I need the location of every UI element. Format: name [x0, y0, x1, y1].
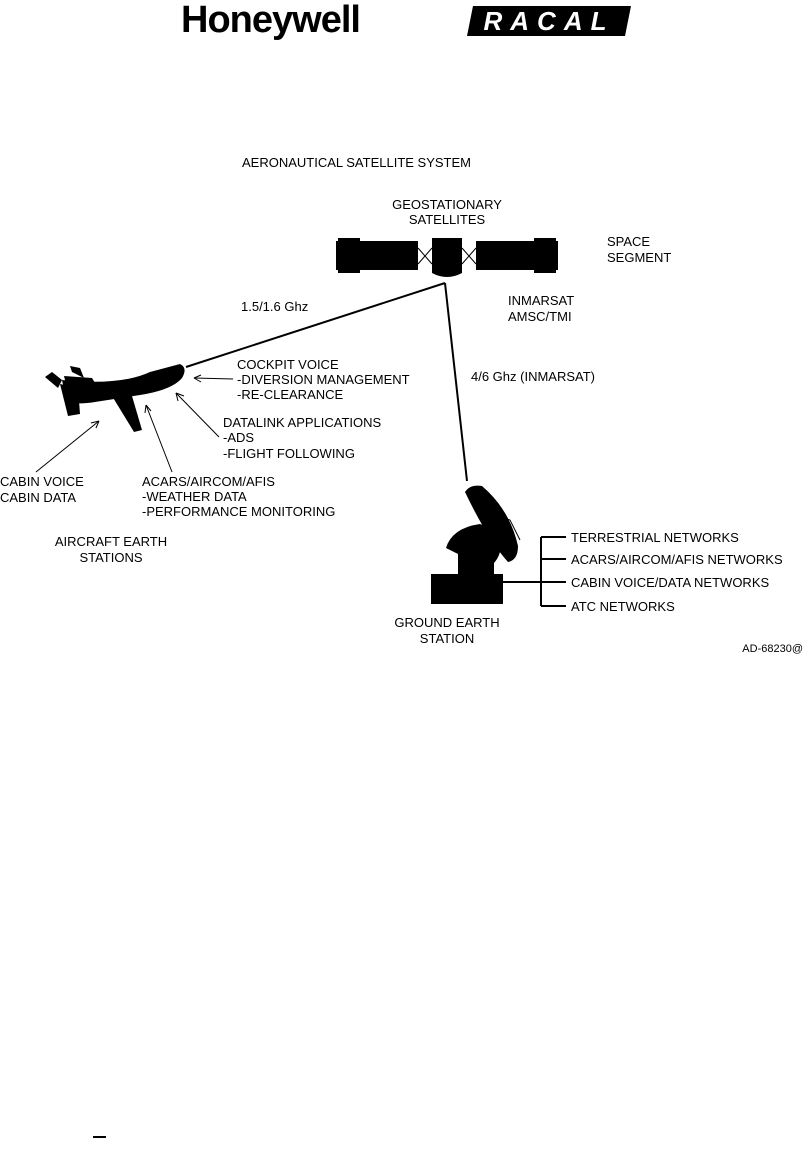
link-right-label: 4/6 Ghz (INMARSAT) [471, 369, 595, 384]
satellites-label-2: SATELLITES [409, 212, 486, 227]
network-bracket [503, 536, 566, 607]
datalink-title: DATALINK APPLICATIONS [223, 415, 382, 430]
network-acars: ACARS/AIRCOM/AFIS NETWORKS [571, 552, 783, 567]
network-cabin: CABIN VOICE/DATA NETWORKS [571, 575, 769, 590]
cockpit-voice-item-2: -RE-CLEARANCE [237, 387, 344, 402]
aircraft-stations-label-1: AIRCRAFT EARTH [55, 534, 167, 549]
space-segment-label-1: SPACE [607, 234, 650, 249]
satellites-label-1: GEOSTATIONARY [392, 197, 502, 212]
inmarsat-label-1: INMARSAT [508, 293, 574, 308]
aircraft-stations-label-2: STATIONS [79, 550, 142, 565]
svg-text:RACAL: RACAL [484, 6, 615, 36]
acars-item-2: -PERFORMANCE MONITORING [142, 504, 335, 519]
datalink-item-2: -FLIGHT FOLLOWING [223, 446, 355, 461]
racal-logo: RACAL [467, 6, 631, 36]
acars-item-1: -WEATHER DATA [142, 489, 247, 504]
network-terrestrial: TERRESTRIAL NETWORKS [571, 530, 739, 545]
ground-station-label-2: STATION [420, 631, 474, 646]
datalink-item-1: -ADS [223, 430, 254, 445]
ground-station-label-1: GROUND EARTH [394, 615, 499, 630]
satellite-icon [336, 238, 558, 277]
inmarsat-label-2: AMSC/TMI [508, 309, 572, 324]
network-atc: ATC NETWORKS [571, 599, 675, 614]
satellite-dish-icon [431, 485, 521, 604]
page-mark [93, 1136, 106, 1138]
figure-title: AERONAUTICAL SATELLITE SYSTEM [242, 155, 471, 170]
link-left-label: 1.5/1.6 Ghz [241, 299, 308, 314]
cockpit-voice-item-1: -DIVERSION MANAGEMENT [237, 372, 410, 387]
honeywell-logo: Honeywell [181, 0, 361, 41]
aircraft-icon [45, 364, 185, 432]
cockpit-voice-title: COCKPIT VOICE [237, 357, 339, 372]
acars-title: ACARS/AIRCOM/AFIS [142, 474, 275, 489]
aircraft-satellite-link [185, 282, 446, 368]
ground-satellite-link [444, 282, 468, 482]
figure-id: AD-68230@ [742, 643, 803, 655]
cabin-data-label: CABIN DATA [0, 490, 76, 505]
cabin-voice-label: CABIN VOICE [0, 474, 84, 489]
space-segment-label-2: SEGMENT [607, 250, 671, 265]
